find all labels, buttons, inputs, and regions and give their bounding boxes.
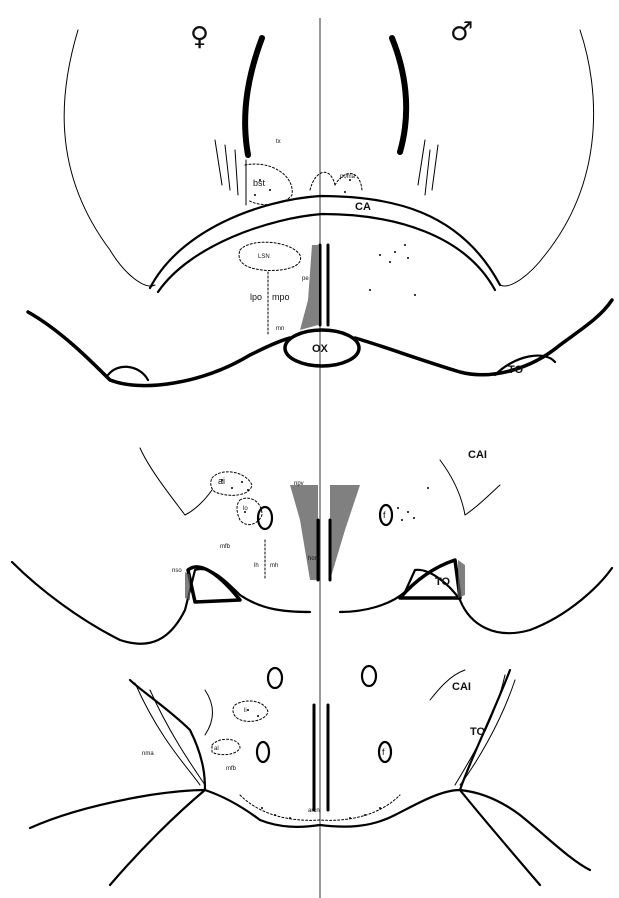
section2-ic-left [140,448,212,515]
label-mn: mn [276,326,284,332]
streaks-left [215,140,246,205]
third-ventricle-wall-3 [314,705,328,810]
label-cai-2: CAI [468,449,487,461]
streaks-right [418,140,438,195]
label-f-2: f [383,510,386,520]
third-ventricle-shade-2 [290,485,318,580]
label-ai: ai [218,476,225,486]
label-al: al [214,746,219,752]
label-li: li [244,708,247,714]
label-mfb-3: mfb [226,766,237,772]
section3-ic-left [135,683,205,785]
fornix-top-right [362,666,376,686]
section2-ic-right [440,460,500,515]
label-bst: bst [253,178,266,188]
section-3-tuberal: CAI li al mfb nma f TO arcn [30,666,590,885]
label-to-1: TO [508,364,524,376]
label-ca: CA [355,201,371,213]
optic-tract-left [108,367,148,380]
ai-region [211,472,252,496]
fornix-top-left [268,668,282,688]
lateral-ventricle-left [245,38,262,155]
label-arcn: arcn [308,808,320,814]
lsn-region [239,242,301,270]
section1-right-outline [500,30,594,286]
fornix-right-3 [379,742,391,762]
nso-shade [185,572,190,600]
label-lh: lh [254,563,259,569]
section3-left-wing [110,790,205,885]
label-nma: nma [142,751,154,757]
label-pe: pe [302,276,309,282]
section1-left-outline [64,30,155,286]
third-ventricle-shade [300,245,318,330]
fornix-right-2 [380,505,392,525]
label-cai-3: CAI [452,681,471,693]
to-shade-right [458,560,465,598]
lateral-ventricle-right [392,38,406,152]
section3-ic-left-arc [205,690,213,735]
label-to-3: TO [470,726,486,738]
label-mpo: mpo [272,292,290,302]
third-ventricle-wall [320,245,328,325]
male-symbol: ♂ [450,17,473,47]
third-ventricle-shade-2r [330,485,360,580]
label-npv: npv [294,481,304,487]
optic-tract-right-2 [400,560,460,598]
optic-tract-left-2 [188,567,240,602]
label-ox: OX [312,343,329,355]
fornix-left-3 [257,742,269,762]
section2-dots [221,479,429,521]
label-hom: hom [308,556,320,562]
li-region [233,701,268,721]
label-lsn: LSN [258,254,270,260]
label-to-2: TO [435,576,451,588]
label-f-3: f [382,747,385,757]
label-poma: poma [340,174,356,180]
poma-region [310,172,335,190]
section3-ventral-outline [30,790,590,870]
label-nso: nso [172,568,182,574]
section-2-hypothalamus: CAI ai lo f mfb lh mh npv hom nso TO [12,448,612,644]
label-lo: lo [243,506,248,512]
label-mh: mh [270,563,278,569]
label-tx: tx [276,139,281,145]
female-symbol: ♀ [190,22,209,52]
section3-right-wing [460,790,540,885]
label-mfb-2: mfb [220,544,231,550]
label-lpo: lpo [250,292,262,302]
